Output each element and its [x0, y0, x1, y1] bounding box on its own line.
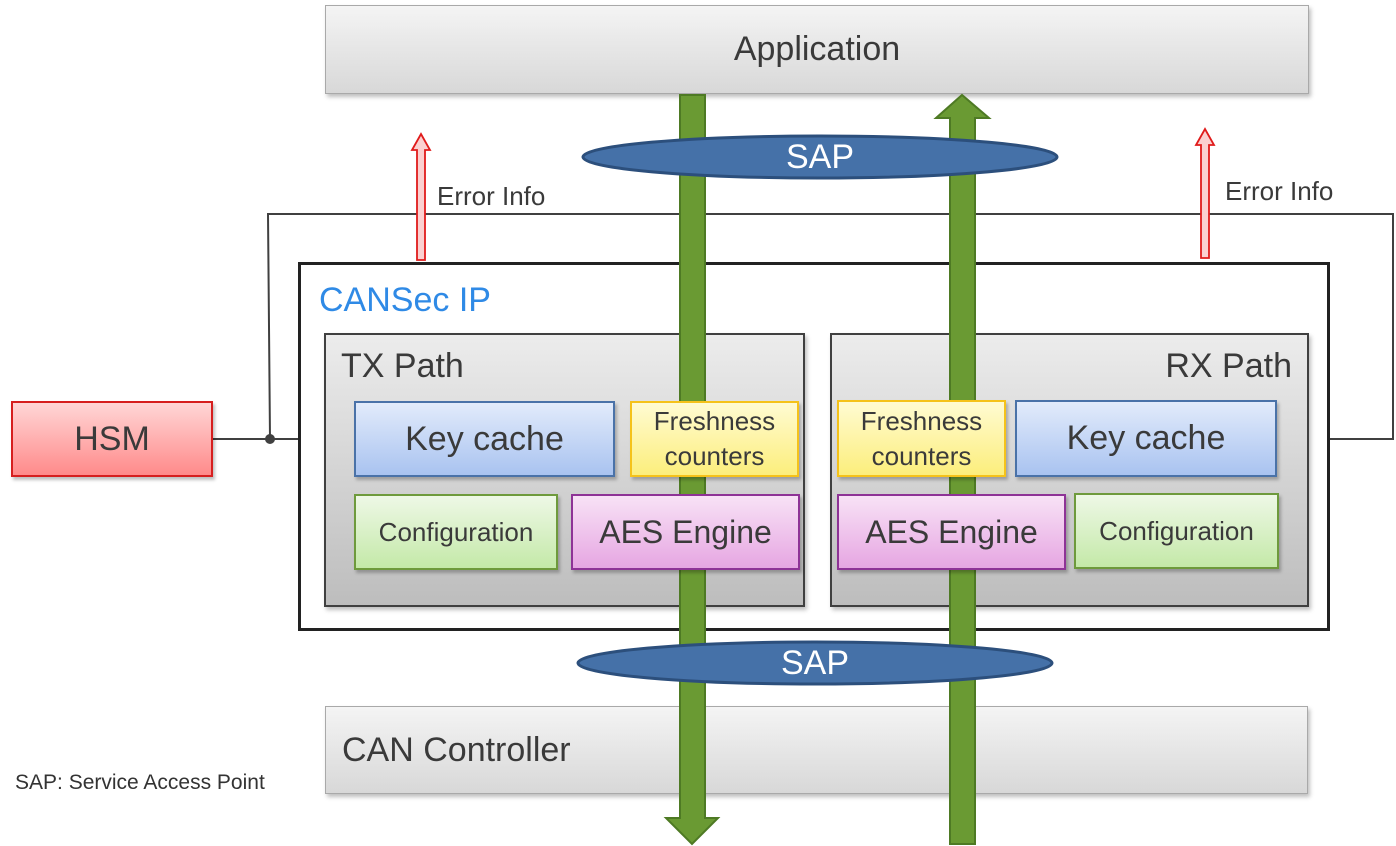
- can-controller-box: CAN Controller: [325, 706, 1308, 794]
- legend-text: SAP: Service Access Point: [15, 771, 265, 794]
- rx-path-title: RX Path: [1165, 347, 1292, 385]
- tx-path-title: TX Path: [341, 347, 464, 385]
- rx-configuration-box: Configuration: [1074, 493, 1279, 569]
- tx-freshness-line2: counters: [664, 441, 765, 471]
- can-controller-label: CAN Controller: [342, 731, 571, 769]
- rx-key-cache-label: Key cache: [1066, 419, 1226, 457]
- error-info-left-label: Error Info: [437, 181, 546, 211]
- sap-bottom-ellipse: [576, 640, 1054, 686]
- sap-bottom: SAP: [715, 642, 915, 684]
- tx-key-cache-box: Key cache: [354, 401, 615, 477]
- tx-configuration-box: Configuration: [354, 494, 558, 570]
- rx-aes-engine-box: AES Engine: [837, 494, 1066, 570]
- sap-top-label: SAP: [785, 137, 855, 176]
- tx-freshness-line1: Freshness: [653, 406, 776, 436]
- error-info-arrow-right: [1194, 127, 1216, 259]
- tx-configuration-label: Configuration: [378, 516, 534, 547]
- rx-freshness-line2: counters: [871, 440, 972, 471]
- tx-freshness-counters-box: Freshness counters: [630, 401, 799, 477]
- rx-freshness-line1: Freshness: [860, 405, 983, 436]
- rx-configuration-label: Configuration: [1099, 515, 1254, 546]
- rx-key-cache-box: Key cache: [1015, 400, 1277, 477]
- tx-key-cache-label: Key cache: [405, 419, 564, 458]
- application-label: Application: [733, 30, 901, 68]
- rx-freshness-counters-box: Freshness counters: [837, 400, 1006, 477]
- sap-bottom-label: SAP: [780, 643, 850, 682]
- rx-aes-engine-label: AES Engine: [865, 513, 1038, 550]
- tx-aes-engine-label: AES Engine: [599, 513, 772, 550]
- hsm-label: HSM: [74, 419, 150, 458]
- junction-dot: [265, 434, 275, 444]
- application-box: Application: [325, 5, 1309, 94]
- sap-top-ellipse: [581, 134, 1059, 180]
- hsm-to-rx-key-cache-line: [266, 213, 1394, 446]
- tx-aes-engine-box: AES Engine: [571, 494, 800, 570]
- error-info-arrow-left: [410, 132, 432, 261]
- hsm-box: HSM: [11, 401, 213, 477]
- cansec-ip-title: CANSec IP: [319, 281, 491, 319]
- sap-top: SAP: [720, 136, 920, 178]
- error-info-right-label: Error Info: [1225, 176, 1334, 206]
